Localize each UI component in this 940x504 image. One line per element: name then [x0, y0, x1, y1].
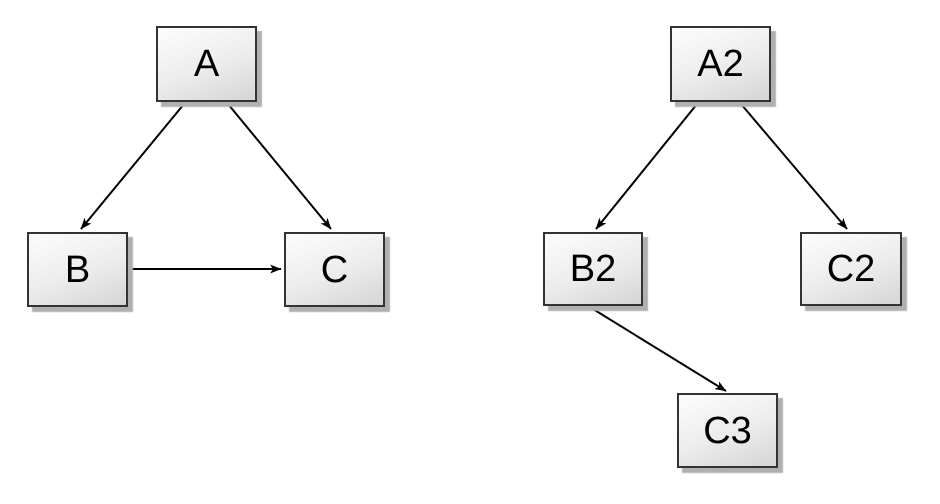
node-b[interactable]: B [27, 232, 128, 307]
edge-a2-b2-arrow[interactable] [595, 103, 698, 230]
node-label-c: C [320, 248, 349, 291]
node-b2[interactable]: B2 [543, 232, 643, 306]
node-a2[interactable]: A2 [670, 26, 771, 102]
node-label-a2: A2 [697, 43, 744, 85]
node-c2[interactable]: C2 [800, 232, 902, 306]
node-a[interactable]: A [156, 26, 257, 102]
node-c[interactable]: C [284, 232, 385, 307]
node-label-c3: C3 [703, 409, 752, 452]
node-label-c2: C2 [826, 248, 876, 290]
edge-a2-c2-arrow[interactable] [740, 103, 848, 230]
edge-a-c-arrow[interactable] [227, 103, 332, 230]
node-label-b: B [64, 248, 91, 291]
node-label-a: A [193, 43, 220, 85]
edge-a-b-arrow[interactable] [80, 103, 185, 230]
node-label-b2: B2 [569, 248, 617, 290]
node-c3[interactable]: C3 [677, 393, 778, 468]
edge-b2-c3-arrow[interactable] [592, 308, 727, 392]
